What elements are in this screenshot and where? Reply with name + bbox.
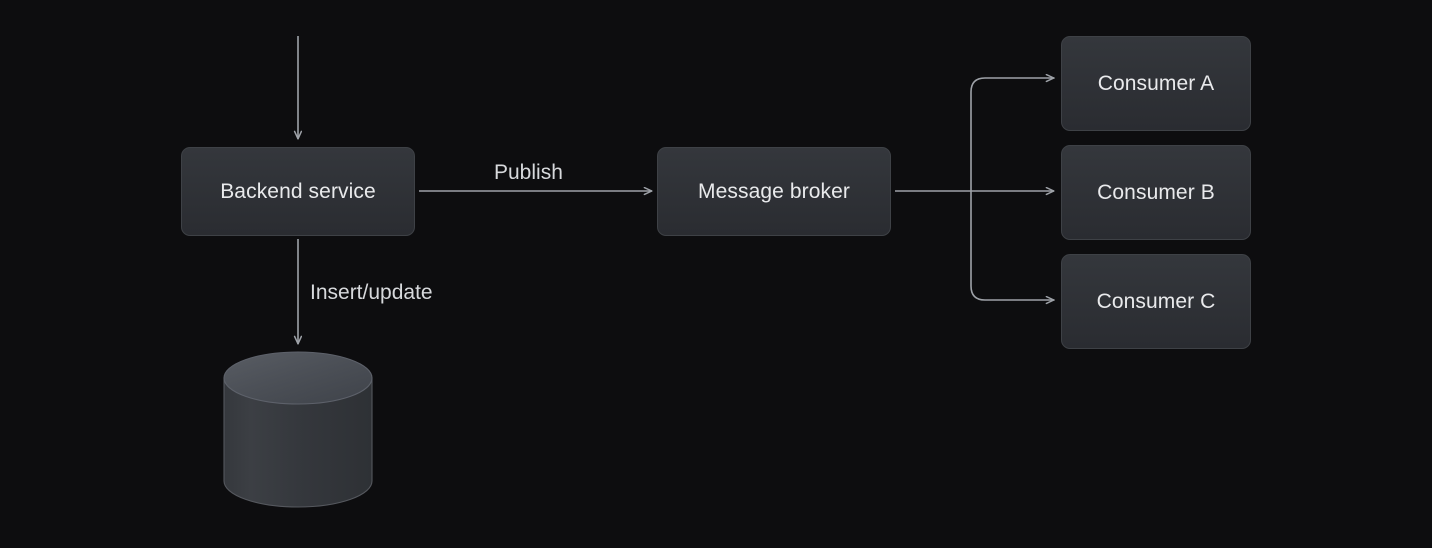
edge-fanout-consumer-a xyxy=(970,78,1055,192)
node-message-broker[interactable]: Message broker xyxy=(657,147,891,236)
node-message-broker-label: Message broker xyxy=(698,180,850,203)
edge-label-insert-update: Insert/update xyxy=(310,281,433,304)
node-consumer-c[interactable]: Consumer C xyxy=(1061,254,1251,349)
edge-fanout-consumer-c xyxy=(970,190,1055,300)
node-backend-service[interactable]: Backend service xyxy=(181,147,415,236)
node-consumer-b-label: Consumer B xyxy=(1097,181,1215,204)
node-consumer-c-label: Consumer C xyxy=(1096,290,1216,313)
node-consumer-a-label: Consumer A xyxy=(1097,72,1215,95)
node-backend-service-label: Backend service xyxy=(220,180,376,203)
database-cylinder-icon xyxy=(223,351,373,508)
node-consumer-a[interactable]: Consumer A xyxy=(1061,36,1251,131)
node-consumer-b[interactable]: Consumer B xyxy=(1061,145,1251,240)
edge-label-publish: Publish xyxy=(494,161,563,184)
